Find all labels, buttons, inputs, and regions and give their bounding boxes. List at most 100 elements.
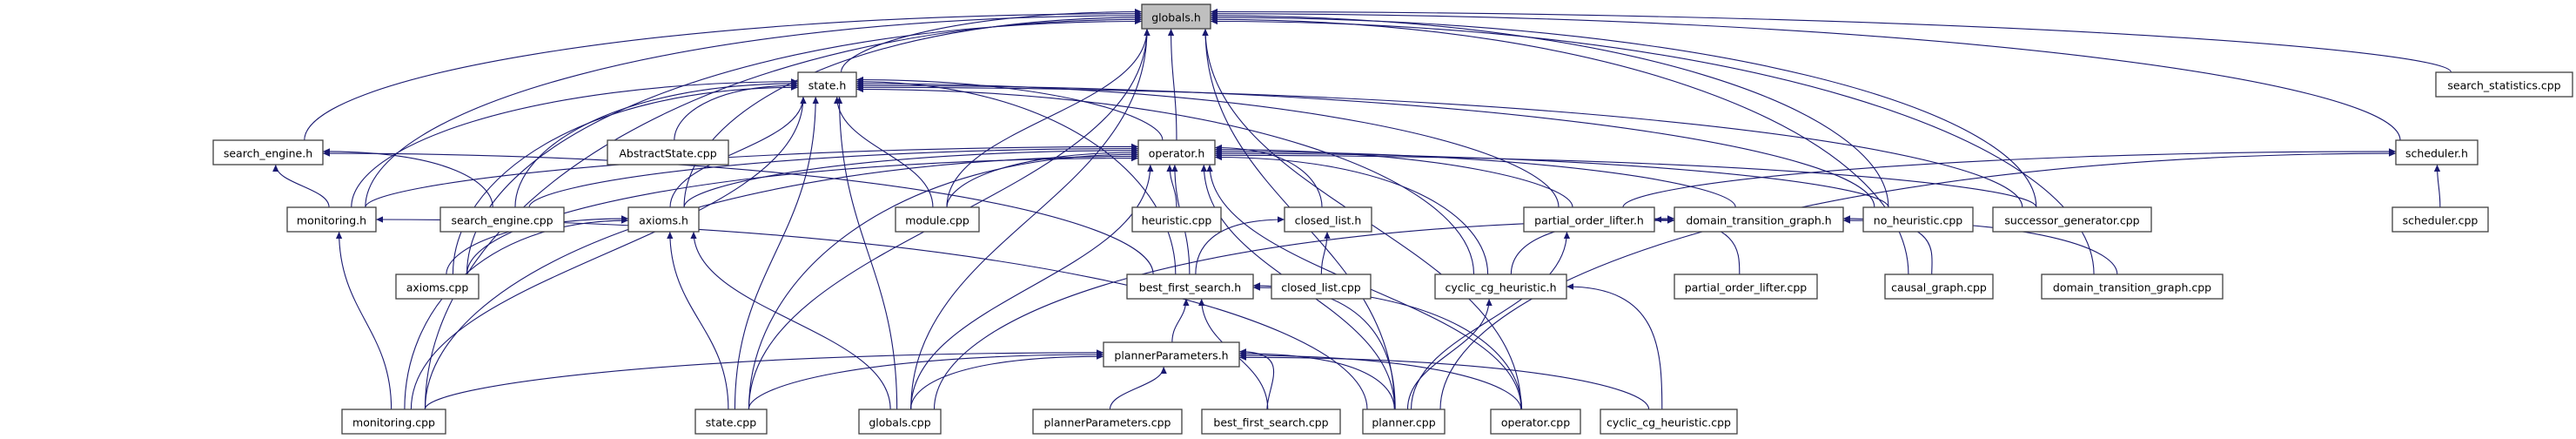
node-label: heuristic.cpp [1142,214,1212,227]
node-operator-h[interactable]: operator.h [1137,139,1216,165]
edge-globals-cpp-to-axioms-h [690,231,891,410]
node-label: domain_transition_graph.cpp [2053,281,2211,294]
node-label: causal_graph.cpp [1891,281,1987,294]
node-label: globals.cpp [869,416,930,429]
node-best-first-search-cpp[interactable]: best_first_search.cpp [1201,409,1341,435]
node-scheduler-cpp[interactable]: scheduler.cpp [2392,206,2489,233]
edge-best-first-search-h-to-search-engine-h [322,150,1154,275]
node-partial-order-lifter-h[interactable]: partial_order_lifter.h [1523,206,1655,233]
edge-cyclic-cg-heuristic-h-to-state-h [855,85,1475,275]
node-planner-cpp[interactable]: planner.cpp [1362,409,1446,435]
node-label: scheduler.cpp [2403,214,2479,227]
node-label: search_statistics.cpp [2447,79,2560,92]
node-label: state.cpp [706,416,756,429]
node-operator-cpp[interactable]: operator.cpp [1490,409,1581,435]
node-planner-parameters-h[interactable]: plannerParameters.h [1103,341,1240,368]
node-closed-list-cpp[interactable]: closed_list.cpp [1271,274,1372,300]
node-monitoring-h[interactable]: monitoring.h [286,206,377,233]
edge-cyclic-cg-heuristic-cpp-to-planner-parameters-h [1238,354,1650,410]
node-box [858,409,942,435]
node-box [895,206,980,233]
edge-partial-order-lifter-h-to-operator-h [1214,146,1573,208]
node-globals-cpp[interactable]: globals.cpp [858,409,942,435]
node-box [439,206,565,233]
node-label: globals.h [1151,11,1201,24]
node-label: scheduler.h [2405,147,2468,160]
node-label: monitoring.h [297,214,366,227]
edge-axioms-cpp-to-operator-h [466,155,1139,275]
node-best-first-search-h[interactable]: best_first_search.h [1126,274,1254,300]
node-abstract-state-cpp[interactable]: AbstractState.cpp [607,139,729,165]
node-causal-graph-cpp[interactable]: causal_graph.cpp [1884,274,1994,300]
node-no-heuristic-cpp[interactable]: no_heuristic.cpp [1862,206,1974,233]
node-box [1126,274,1254,300]
edge-globals-cpp-to-domain-transition-graph-h [933,217,1675,410]
node-label: partial_order_lifter.h [1534,214,1644,227]
edge-monitoring-cpp-to-axioms-h [404,217,629,410]
node-box [1674,274,1818,300]
edge-successor-generator-cpp-to-operator-h [1214,152,2037,208]
edge-layer [272,8,2452,410]
node-box [1362,409,1446,435]
edge-monitoring-cpp-to-operator-h [424,152,1139,410]
edge-scheduler-h-to-globals-h [1210,10,2401,141]
node-partial-order-lifter-cpp[interactable]: partial_order_lifter.cpp [1674,274,1818,300]
edge-operator-h-to-globals-h [1167,28,1177,141]
node-cyclic-cg-heuristic-h[interactable]: cyclic_cg_heuristic.h [1434,274,1567,300]
node-heuristic-cpp[interactable]: heuristic.cpp [1131,206,1222,233]
node-box [1490,409,1581,435]
node-box [2435,71,2573,98]
node-box [1201,409,1341,435]
node-box [341,409,446,435]
edge-state-cpp-to-operator-h [748,151,1139,410]
node-closed-list-h[interactable]: closed_list.h [1284,206,1372,233]
node-box [694,409,768,435]
node-label: AbstractState.cpp [619,147,716,160]
edge-operator-cpp-to-best-first-search-h [1252,284,1523,410]
node-state-cpp[interactable]: state.cpp [694,409,768,435]
node-cyclic-cg-heuristic-cpp[interactable]: cyclic_cg_heuristic.cpp [1600,409,1738,435]
edge-monitoring-cpp-to-globals-h [424,16,1143,410]
node-search-statistics-cpp[interactable]: search_statistics.cpp [2435,71,2573,98]
node-box [607,139,729,165]
node-globals-h[interactable]: globals.h [1141,3,1211,30]
node-axioms-cpp[interactable]: axioms.cpp [395,274,480,300]
node-box [1862,206,1974,233]
node-box [1032,409,1183,435]
edge-axioms-cpp-to-globals-h [466,17,1143,275]
edge-monitoring-h-to-globals-h [365,12,1143,208]
node-scheduler-h[interactable]: scheduler.h [2395,139,2479,165]
node-label: cyclic_cg_heuristic.h [1445,281,1556,294]
edge-best-first-search-cpp-to-planner-parameters-h [1238,348,1275,410]
node-state-h[interactable]: state.h [797,71,857,98]
node-box [1141,3,1211,30]
edge-abstract-state-cpp-to-state-h [674,82,799,141]
edge-heuristic-cpp-to-operator-h [1166,164,1177,208]
node-planner-parameters-cpp[interactable]: plannerParameters.cpp [1032,409,1183,435]
node-box [395,274,480,300]
node-module-cpp[interactable]: module.cpp [895,206,980,233]
node-label: search_engine.cpp [451,214,553,227]
node-search-engine-cpp[interactable]: search_engine.cpp [439,206,565,233]
node-label: plannerParameters.cpp [1043,416,1171,429]
edge-axioms-h-to-state-h [669,96,807,208]
edge-search-engine-cpp-to-search-engine-h [322,148,493,208]
node-axioms-h[interactable]: axioms.h [627,206,700,233]
node-box [1523,206,1655,233]
edge-planner-parameters-cpp-to-planner-parameters-h [1109,366,1167,410]
node-domain-transition-graph-cpp[interactable]: domain_transition_graph.cpp [2041,274,2224,300]
edge-state-cpp-to-planner-parameters-h [748,351,1104,410]
node-successor-generator-cpp[interactable]: successor_generator.cpp [1992,206,2152,233]
node-search-engine-h[interactable]: search_engine.h [212,139,324,165]
node-box [1137,139,1216,165]
node-box [1600,409,1738,435]
node-box [1884,274,1994,300]
edge-planner-cpp-to-best-first-search-h [1252,282,1396,410]
node-monitoring-cpp[interactable]: monitoring.cpp [341,409,446,435]
node-label: state.h [808,79,847,92]
edge-no-heuristic-cpp-to-operator-h [1214,150,1889,208]
edge-module-cpp-to-operator-h [946,149,1139,208]
edge-monitoring-cpp-to-planner-parameters-h [424,349,1104,410]
node-layer: globals.h state.h search_statistics.cppsea… [212,3,2573,435]
node-domain-transition-graph-h[interactable]: domain_transition_graph.h [1674,206,1844,233]
